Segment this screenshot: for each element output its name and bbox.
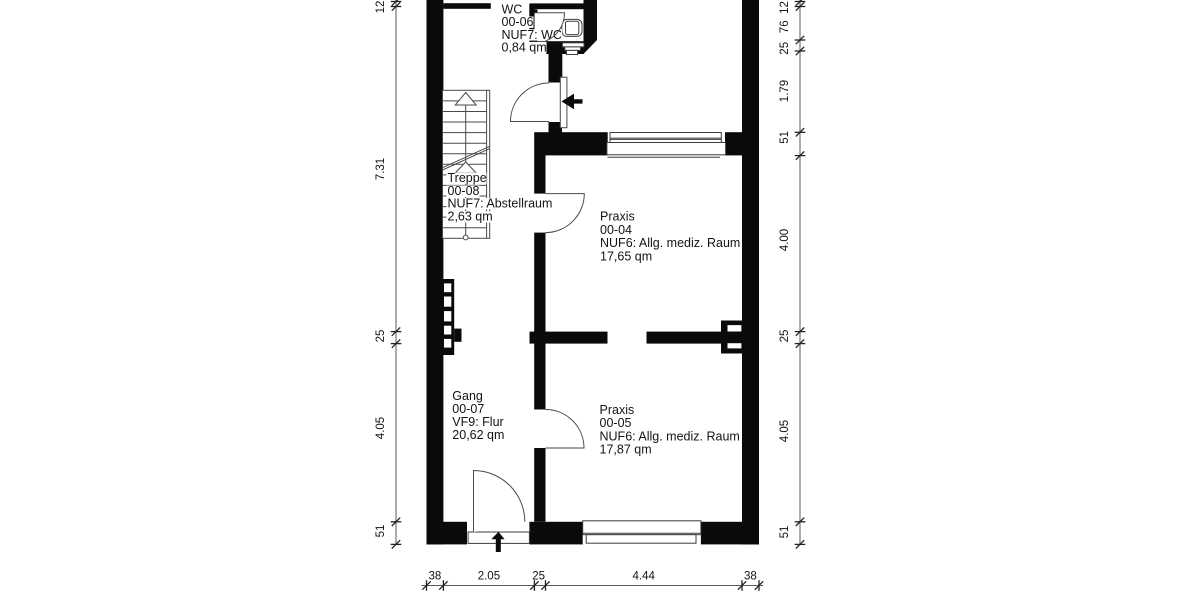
svg-text:17,87 qm: 17,87 qm [600, 443, 652, 457]
svg-text:2,63 qm: 2,63 qm [448, 210, 493, 224]
svg-text:25: 25 [532, 571, 545, 583]
svg-text:2.05: 2.05 [478, 571, 500, 583]
svg-text:WC: WC [502, 2, 523, 16]
svg-text:12: 12 [779, 1, 791, 14]
svg-text:00-07: 00-07 [452, 402, 484, 416]
svg-text:Gang: Gang [452, 389, 483, 403]
svg-text:20,62 qm: 20,62 qm [452, 428, 504, 442]
svg-text:38: 38 [429, 571, 442, 583]
svg-text:51: 51 [779, 131, 791, 144]
svg-text:4.00: 4.00 [779, 229, 791, 251]
svg-text:NUF7: Abstellraum: NUF7: Abstellraum [448, 196, 553, 210]
svg-text:4.44: 4.44 [633, 571, 656, 583]
svg-text:Praxis: Praxis [600, 209, 635, 223]
svg-text:25: 25 [375, 330, 387, 343]
svg-text:25: 25 [779, 42, 791, 55]
svg-text:12: 12 [375, 1, 387, 14]
svg-text:51: 51 [779, 526, 791, 539]
svg-text:00-08: 00-08 [448, 184, 480, 198]
svg-text:NUF6: Allg. mediz. Raum: NUF6: Allg. mediz. Raum [600, 236, 740, 250]
svg-text:1.79: 1.79 [779, 80, 791, 102]
svg-text:76: 76 [779, 20, 791, 33]
svg-text:25: 25 [779, 330, 791, 343]
svg-text:00-04: 00-04 [600, 223, 632, 237]
svg-text:Treppe: Treppe [448, 171, 487, 185]
svg-text:NUF6: Allg. mediz. Raum: NUF6: Allg. mediz. Raum [600, 429, 740, 443]
svg-text:17,65 qm: 17,65 qm [600, 249, 652, 263]
svg-text:38: 38 [744, 571, 757, 583]
svg-text:4.05: 4.05 [375, 417, 387, 439]
svg-text:VF9: Flur: VF9: Flur [452, 415, 503, 429]
svg-text:51: 51 [375, 525, 387, 538]
svg-text:4.05: 4.05 [779, 420, 791, 442]
svg-text:7.31: 7.31 [375, 158, 387, 180]
svg-text:Praxis: Praxis [600, 403, 635, 417]
svg-text:00-05: 00-05 [600, 416, 632, 430]
svg-text:NUF7: WC: NUF7: WC [502, 28, 562, 42]
svg-text:00-06: 00-06 [502, 15, 534, 29]
svg-text:0,84 qm: 0,84 qm [502, 41, 547, 55]
